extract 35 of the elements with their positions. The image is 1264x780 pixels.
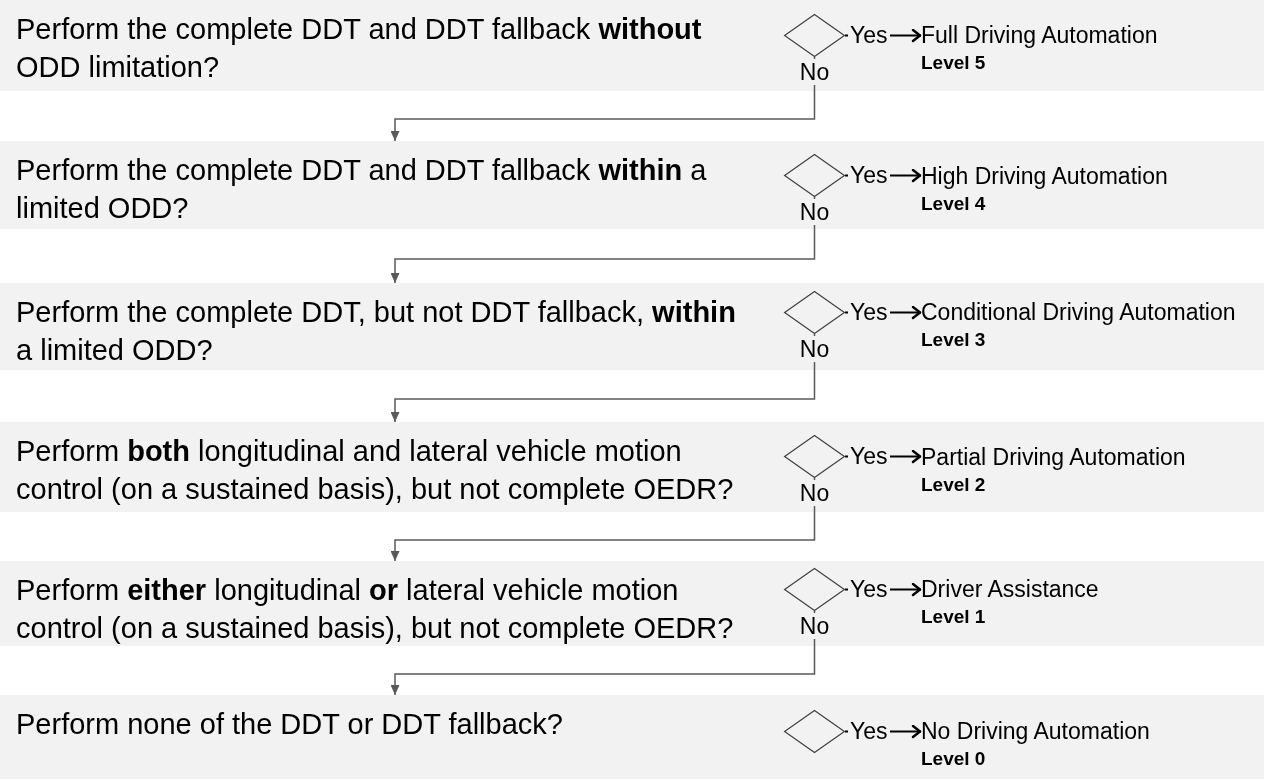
- level-label: Level 3: [921, 328, 987, 352]
- elbow-arrow: [390, 56, 816, 142]
- question-band: [0, 561, 1264, 646]
- decision-diamond: [784, 568, 845, 611]
- automation-level-name: Driver Assistance: [921, 575, 1099, 604]
- level-label: Level 0: [921, 747, 987, 771]
- automation-level-name: Conditional Driving Automation: [921, 298, 1236, 327]
- level-label: Level 5: [921, 51, 987, 75]
- question-text: Perform none of the DDT or DDT fallback?: [16, 707, 564, 742]
- question-band: [0, 0, 1264, 91]
- elbow-arrow: [390, 333, 816, 423]
- question-band: [0, 141, 1264, 229]
- question-text: Perform the complete DDT, but not DDT fallback, within a limited ODD?: [16, 295, 737, 368]
- question-text: Perform both longitudinal and lateral vehicle motion control (on a sustained basis), but not complete OEDR?: [16, 434, 735, 507]
- elbow-arrow: [390, 196, 816, 284]
- question-band: [0, 422, 1264, 512]
- elbow-arrow: [390, 610, 816, 696]
- question-text: Perform either longitudinal or lateral vehicle motion control (on a sustained basis), but not complete OEDR?: [16, 573, 735, 646]
- elbow-arrow: [390, 477, 816, 562]
- decision-diamond: [784, 710, 845, 753]
- automation-level-name: Partial Driving Automation: [921, 443, 1186, 472]
- decision-diamond: [784, 435, 845, 478]
- decision-diamond: [784, 14, 845, 57]
- automation-level-name: Full Driving Automation: [921, 21, 1158, 50]
- decision-diamond: [784, 291, 845, 334]
- automation-level-name: No Driving Automation: [921, 717, 1150, 746]
- question-band: [0, 695, 1264, 779]
- question-band: [0, 283, 1264, 370]
- level-label: Level 2: [921, 473, 987, 497]
- question-text: Perform the complete DDT and DDT fallback without ODD limitation?: [16, 12, 703, 85]
- automation-level-name: High Driving Automation: [921, 162, 1168, 191]
- decision-diamond: [784, 154, 845, 197]
- level-label: Level 4: [921, 192, 987, 216]
- level-label: Level 1: [921, 605, 987, 629]
- question-text: Perform the complete DDT and DDT fallback within a limited ODD?: [16, 153, 708, 226]
